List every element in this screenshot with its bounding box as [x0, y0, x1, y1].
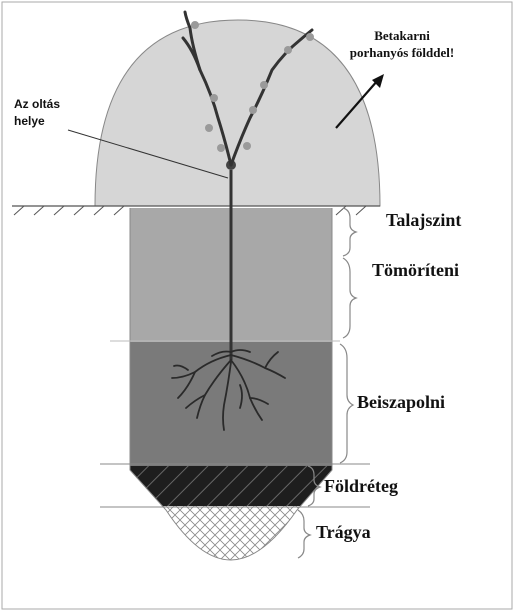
bud: [205, 124, 213, 132]
brace-puddle: [340, 344, 353, 463]
soil-layer-label: Földréteg: [324, 476, 398, 496]
puddle-label: Beiszapolni: [357, 392, 445, 412]
cover-label-line1: Betakarni: [374, 28, 430, 43]
bud: [243, 142, 251, 150]
bud: [191, 21, 199, 29]
bud: [306, 33, 314, 41]
soil-mound: [95, 20, 380, 206]
brace-soil-level: [343, 208, 356, 256]
bud: [249, 106, 257, 114]
graft-label-line2: helye: [14, 114, 45, 128]
manure-label: Trágya: [316, 522, 371, 542]
bud: [284, 46, 292, 54]
soil-level-label: Talajszint: [386, 210, 461, 230]
compact-label: Tömöríteni: [372, 260, 459, 280]
brace-manure: [298, 510, 310, 558]
bud: [260, 81, 268, 89]
bud: [210, 94, 218, 102]
brace-compact: [343, 258, 356, 338]
bud: [217, 144, 225, 152]
soil-layer-hatch: [100, 466, 360, 506]
graft-label-line1: Az oltás: [14, 97, 60, 111]
cover-label-line2: porhanyós földdel!: [350, 45, 454, 60]
